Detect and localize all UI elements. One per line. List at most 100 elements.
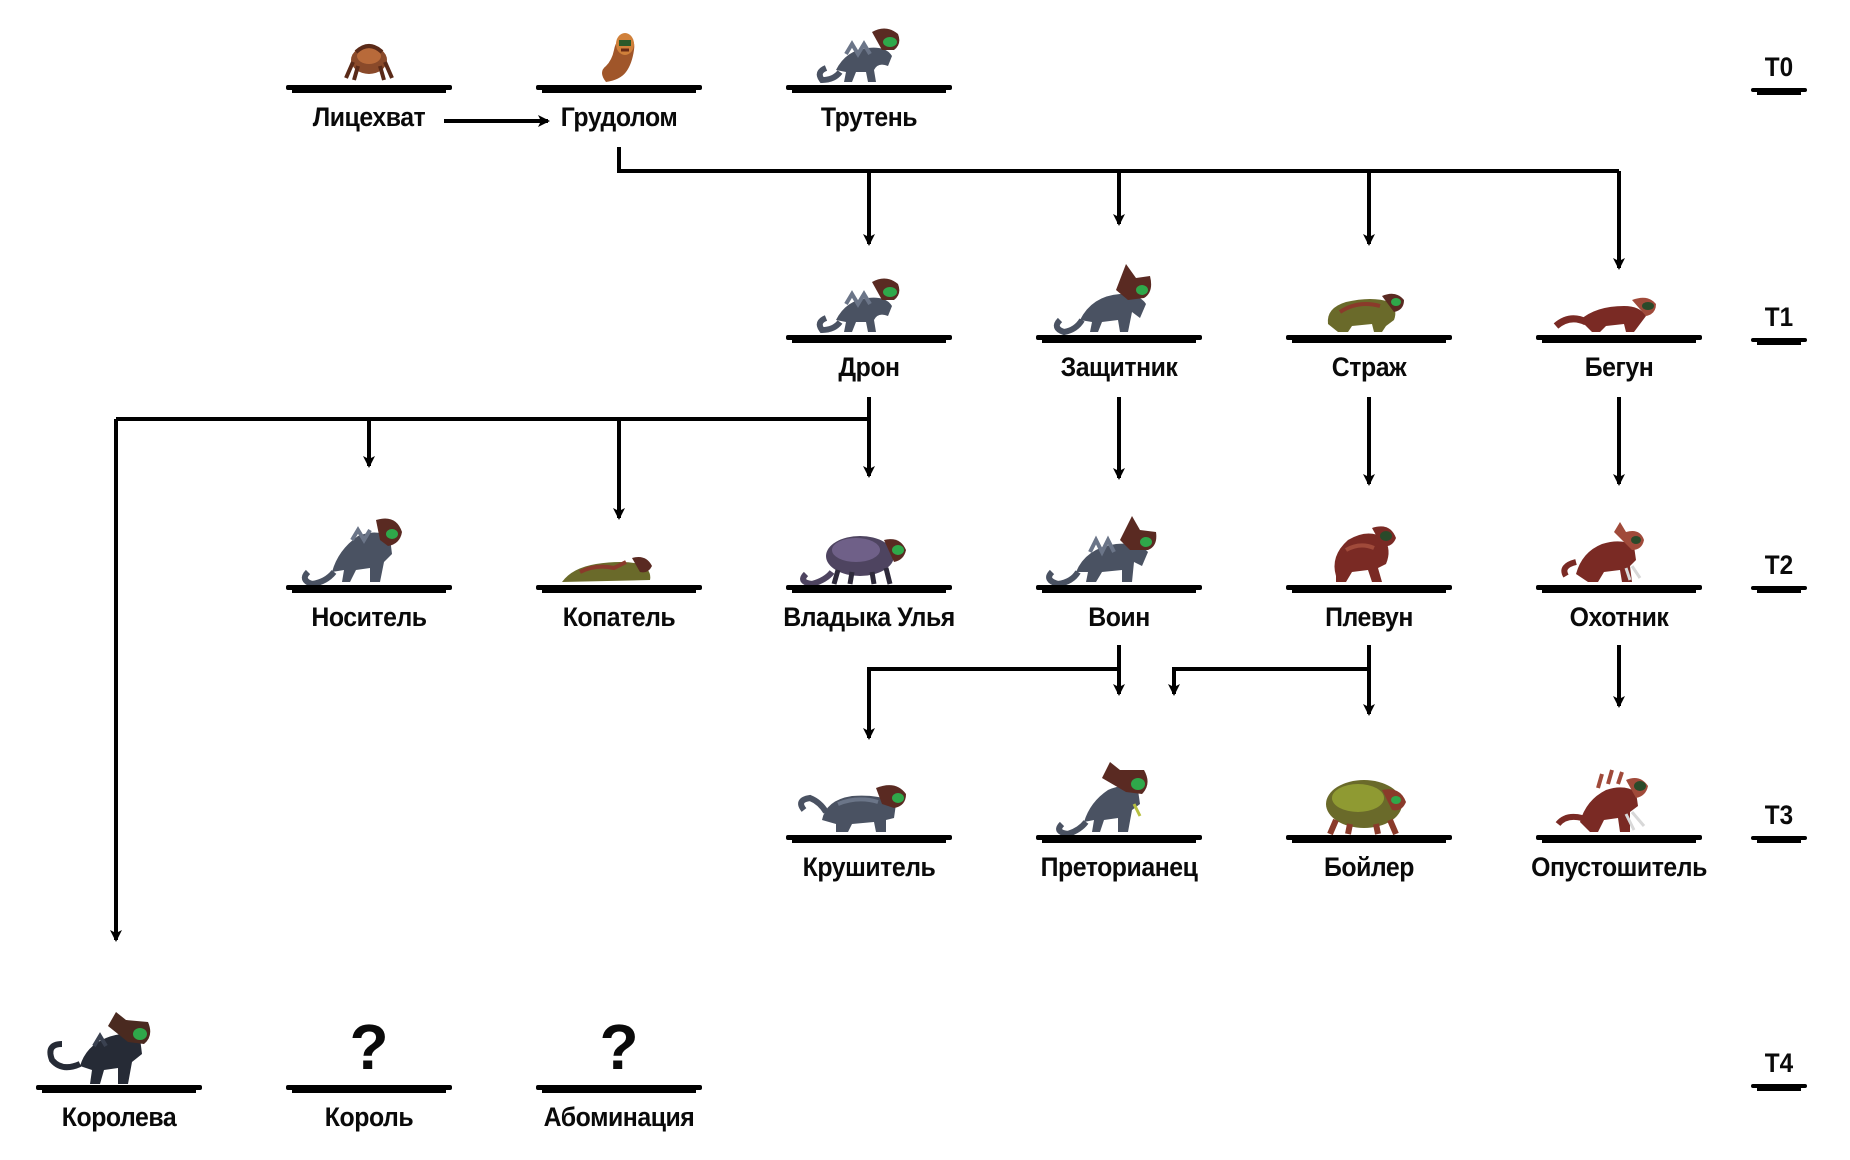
node-label: Плевун	[1325, 602, 1413, 632]
node-platform	[536, 1085, 702, 1093]
node-platform	[786, 585, 952, 593]
crusher-icon	[798, 785, 906, 832]
tier-marker-t4: T4	[1751, 1048, 1807, 1098]
node-carrier: Носитель	[286, 510, 452, 632]
node-king: ? Король	[286, 1010, 452, 1132]
node-platform	[1286, 835, 1452, 843]
tier-label: T0	[1764, 52, 1794, 82]
question-mark-icon: ?	[349, 1011, 389, 1083]
node-platform	[36, 1085, 202, 1093]
edge-warrior-crusher	[863, 645, 1121, 740]
tier-underline	[1751, 586, 1807, 593]
defender-icon	[1053, 264, 1152, 336]
sentinel-icon	[1327, 293, 1404, 332]
node-hunter: Охотник	[1536, 510, 1702, 632]
tier-underline	[1751, 1084, 1807, 1091]
node-crusher: Крушитель	[786, 760, 952, 882]
drone-icon	[816, 278, 900, 334]
node-label: Абоминация	[543, 1102, 695, 1132]
node-label: Бойлер	[1324, 852, 1414, 882]
node-chestburster: Грудолом	[536, 10, 702, 132]
tier-underline	[1751, 88, 1807, 95]
runner-icon	[1553, 297, 1656, 332]
node-label: Лицехват	[312, 102, 426, 132]
node-platform	[536, 85, 702, 93]
node-hivelord: Владыка Улья	[783, 510, 955, 632]
node-platform	[1036, 335, 1202, 343]
node-drone: Дрон	[786, 260, 952, 382]
node-label: Преторианец	[1040, 852, 1198, 882]
node-platform	[1286, 585, 1452, 593]
node-label: Копатель	[562, 602, 676, 632]
node-platform	[286, 85, 452, 93]
node-label: Носитель	[311, 602, 427, 632]
node-platform	[1536, 835, 1702, 843]
node-label: Королева	[61, 1102, 177, 1132]
hivelord-icon	[800, 536, 906, 588]
tier-marker-t3: T3	[1751, 800, 1807, 850]
node-label: Дрон	[838, 352, 900, 382]
node-label: Бегун	[1584, 352, 1654, 382]
hunter-icon	[1561, 522, 1644, 582]
node-drone-t0: Трутень	[786, 10, 952, 132]
carrier-icon	[301, 518, 402, 588]
facehugger-icon	[344, 44, 394, 81]
question-mark-icon: ?	[599, 1011, 639, 1083]
node-platform	[786, 335, 952, 343]
edge-drone-bus	[116, 397, 871, 421]
node-platform	[536, 585, 702, 593]
node-defender: Защитник	[1036, 260, 1202, 382]
node-boiler: Бойлер	[1286, 760, 1452, 882]
burrower-icon	[562, 557, 652, 582]
tier-underline	[1751, 338, 1807, 345]
node-platform	[1536, 335, 1702, 343]
chestburster-icon	[602, 33, 635, 82]
warrior-icon	[1046, 516, 1157, 588]
node-warrior: Воин	[1036, 510, 1202, 632]
tier-label: T3	[1764, 800, 1794, 830]
node-spitter: Плевун	[1286, 510, 1452, 632]
node-label: Владыка Улья	[783, 602, 955, 632]
node-ravager: Опустошитель	[1531, 760, 1707, 882]
node-burrower: Копатель	[536, 510, 702, 632]
node-label: Охотник	[1569, 602, 1669, 632]
node-label: Грудолом	[560, 102, 678, 132]
drone-icon	[816, 28, 900, 84]
spitter-icon	[1334, 526, 1396, 582]
node-platform	[1036, 585, 1202, 593]
tier-marker-t1: T1	[1751, 302, 1807, 352]
tier-marker-t0: T0	[1751, 52, 1807, 102]
tier-label: T2	[1764, 550, 1794, 580]
node-label: Воин	[1088, 602, 1150, 632]
node-abomination: ? Абоминация	[536, 1010, 702, 1132]
edge-spitter-praetorian	[1168, 645, 1371, 696]
node-queen: Королева	[36, 1010, 202, 1132]
node-platform	[786, 835, 952, 843]
node-platform	[786, 85, 952, 93]
node-praetorian: Преторианец	[1036, 760, 1202, 882]
node-runner: Бегун	[1536, 260, 1702, 382]
node-platform	[1286, 335, 1452, 343]
node-platform	[286, 1085, 452, 1093]
node-label: Король	[324, 1102, 414, 1132]
tier-underline	[1751, 836, 1807, 843]
node-sentinel: Страж	[1286, 260, 1452, 382]
node-label: Крушитель	[802, 852, 936, 882]
tier-label: T4	[1764, 1048, 1794, 1078]
node-label: Защитник	[1060, 352, 1178, 382]
boiler-icon	[1326, 780, 1406, 836]
tier-label: T1	[1764, 302, 1794, 332]
praetorian-icon	[1056, 762, 1148, 838]
node-facehugger: Лицехват	[286, 10, 452, 132]
node-platform	[1036, 835, 1202, 843]
node-platform	[286, 585, 452, 593]
node-label: Трутень	[820, 102, 918, 132]
queen-icon	[47, 1012, 151, 1084]
ravager-icon	[1555, 769, 1648, 832]
edge-chestburster-bus	[617, 147, 1619, 173]
node-platform	[1536, 585, 1702, 593]
node-label: Опустошитель	[1531, 852, 1707, 882]
tier-marker-t2: T2	[1751, 550, 1807, 600]
node-label: Страж	[1331, 352, 1407, 382]
